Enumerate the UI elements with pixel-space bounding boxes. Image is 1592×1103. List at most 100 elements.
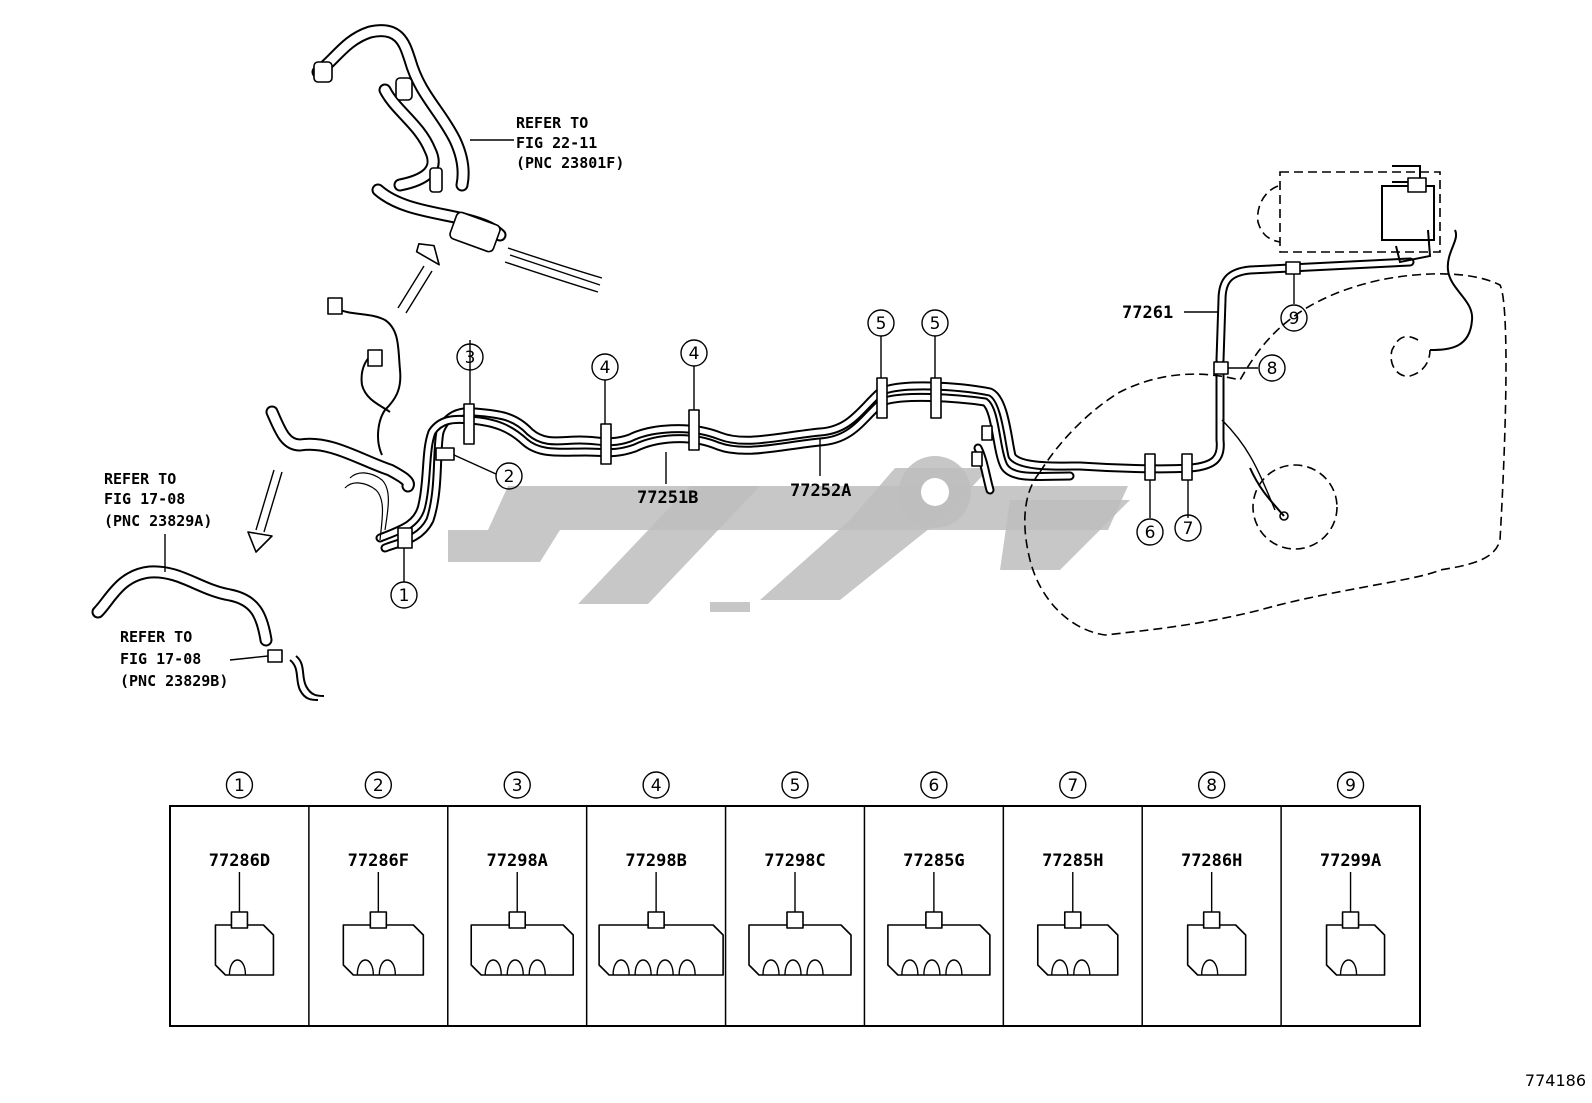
table-header-label: 9 [1345,776,1356,796]
ref-bottom-line3: (PNC 23829B) [120,672,228,690]
clamp-7 [1181,453,1193,481]
filler-hose-left [265,405,415,493]
table-cell: 77298C [748,851,852,976]
ref-bottom-line2: FIG 17-08 [120,650,201,668]
svg-text:5: 5 [930,314,941,334]
part-number: 77286H [1181,851,1242,871]
ref-top: REFER TO FIG 22-11 (PNC 23801F) [516,114,624,172]
part-number: 77298B [625,851,686,871]
table-dividers [308,806,1282,1026]
ref-left: REFER TO FIG 17-08 (PNC 23829A) [104,470,212,530]
table-cell: 77298A [470,851,575,976]
svg-text:2: 2 [504,467,515,487]
table-header-5: 5 [781,771,809,799]
ref-left-line2: FIG 17-08 [104,490,185,508]
ref-bottom: REFER TO FIG 17-08 (PNC 23829B) [120,628,228,690]
wiring-harness [327,297,402,456]
charcoal-canister [1256,165,1441,264]
figure-code: 774186 [1525,1071,1586,1090]
arrow-up-icon [397,243,440,314]
table-header-2: 2 [364,771,393,799]
clamp-2 [435,447,455,461]
callout-5a: 5 [867,309,895,337]
clamp-8 [1213,361,1229,375]
table-header-6: 6 [920,771,948,799]
part-number: 77285H [1042,851,1103,871]
callout-4b: 4 [680,339,708,367]
svg-text:8: 8 [1267,359,1278,379]
clip-icon [1186,911,1247,976]
table-header-label: 4 [651,776,662,796]
upper-hose-assembly [311,24,603,293]
ref-top-line1: REFER TO [516,114,588,132]
lower-hose [91,565,325,701]
table-header-label: 5 [790,776,801,796]
clip-icon [342,911,425,976]
leader-lines [164,139,1295,661]
ref-left-line3: (PNC 23829A) [104,512,212,530]
table-header-9: 9 [1336,771,1365,799]
svg-text:4: 4 [600,358,611,378]
part-number: 77286D [209,851,270,871]
clamp-9 [1285,261,1301,275]
tube-clamps [397,261,1301,549]
table-header-label: 2 [373,776,384,796]
label-77252A: 77252A [790,481,851,501]
table-header-label: 6 [928,776,939,796]
callout-9: 9 [1280,304,1308,332]
callout-2: 2 [495,462,523,490]
clip-icon [214,911,275,976]
callout-3: 3 [456,343,484,371]
clamp-5a [876,377,888,419]
table-cell: 77298B [598,851,724,976]
table-cell: 77286D [209,851,275,976]
clamp-6 [1144,453,1156,481]
svg-text:3: 3 [465,348,476,368]
clamp-3 [463,403,475,445]
label-77261: 77261 [1122,303,1173,323]
table-header-label: 1 [234,776,245,796]
clip-icon [1325,911,1386,976]
ref-left-line1: REFER TO [104,470,176,488]
ref-bottom-line1: REFER TO [120,628,192,646]
part-number: 77286F [348,851,409,871]
clip-icon [598,911,724,976]
table-cell: 77285G [887,851,991,976]
callout-1: 1 [390,581,418,609]
callout-5b: 5 [921,309,949,337]
part-number: 77298C [764,851,825,871]
table-header-1: 1 [225,771,254,799]
svg-text:6: 6 [1145,523,1156,543]
part-number: 77298A [487,851,548,871]
clip-icon [470,911,575,976]
table-cell: 77299A [1320,851,1386,976]
clip-icon [1036,911,1119,976]
ref-top-line2: FIG 22-11 [516,134,597,152]
part-number: 77299A [1320,851,1381,871]
table-header-7: 7 [1059,771,1087,799]
clamp-4a [600,423,612,465]
table-frame [169,805,1421,1027]
table-cells: 77286D 77286F 77298A 77298B 77298C 77285G 7728… [209,851,1386,976]
table-cell: 77285H [1036,851,1119,976]
watermark-logo [448,456,1130,612]
part-number: 77285G [903,851,964,871]
callout-8: 8 [1258,354,1286,382]
svg-text:5: 5 [876,314,887,334]
arrow-down-icon [247,469,283,553]
clip-icon [748,911,852,976]
svg-text:4: 4 [689,344,700,364]
fuel-tube-bundle [344,257,1415,553]
table-header-4: 4 [642,771,670,799]
clip-icon [887,911,991,976]
callout-7: 7 [1174,514,1202,542]
svg-text:9: 9 [1289,309,1300,329]
table-header-label: 7 [1067,776,1078,796]
table-header-3: 3 [503,771,531,799]
svg-text:1: 1 [399,586,410,606]
label-77251B: 77251B [637,488,698,508]
